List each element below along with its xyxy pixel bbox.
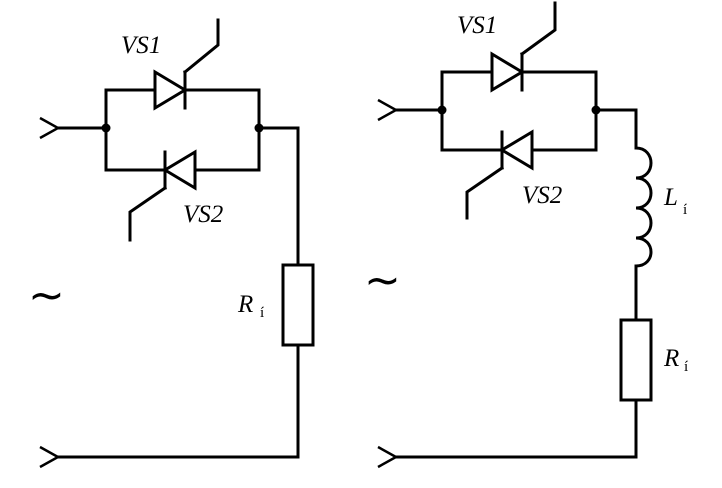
right-circuit: VS1 VS2 L í R í ~ xyxy=(364,1,688,469)
right-label-vs2: VS2 xyxy=(522,182,562,209)
right-input-terminal-bottom xyxy=(377,445,399,469)
right-thyristor-vs2 xyxy=(465,129,534,220)
right-resistor xyxy=(619,318,653,402)
right-input-terminal-top xyxy=(377,98,399,122)
right-ac-source-symbol: ~ xyxy=(364,255,401,306)
left-wire-return xyxy=(56,343,300,459)
right-label-resistor-subscript: í xyxy=(684,359,688,375)
right-thyristor-vs1 xyxy=(490,1,557,93)
left-label-vs1: VS1 xyxy=(121,32,161,59)
left-resistor xyxy=(281,263,315,347)
right-label-inductor-subscript: í xyxy=(683,202,687,218)
left-input-terminal-top xyxy=(39,116,61,140)
left-thyristor-vs2 xyxy=(128,149,197,242)
left-label-vs2: VS2 xyxy=(183,201,223,228)
right-wire-return xyxy=(394,398,638,459)
left-wire-to-resistor xyxy=(257,126,300,267)
right-label-vs1: VS1 xyxy=(457,12,497,39)
left-label-resistor: R xyxy=(237,291,253,318)
left-ac-source-symbol: ~ xyxy=(28,270,65,321)
right-wire-to-inductor xyxy=(594,108,638,150)
right-label-inductor: L xyxy=(663,184,678,211)
left-label-resistor-subscript: í xyxy=(260,305,264,321)
left-circuit: VS1 VS2 R í ~ xyxy=(28,18,315,469)
right-label-resistor: R xyxy=(663,345,679,372)
right-inductor xyxy=(634,146,653,268)
left-input-terminal-bottom xyxy=(39,445,61,469)
left-thyristor-vs1 xyxy=(153,18,220,111)
